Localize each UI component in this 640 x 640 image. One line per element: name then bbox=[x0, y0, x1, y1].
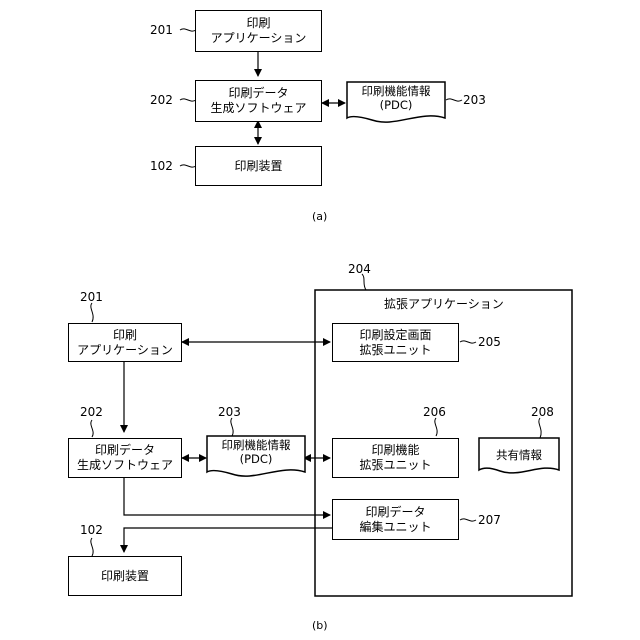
a-ref-201: 201 bbox=[150, 23, 173, 37]
b-print-application-box: 印刷 アプリケーション bbox=[68, 323, 182, 362]
a-pdc-line2: (PDC) bbox=[347, 98, 445, 112]
b-ref-202: 202 bbox=[80, 405, 103, 419]
b-leader-202 bbox=[91, 420, 93, 437]
b-screen-line1: 印刷設定画面 bbox=[359, 328, 431, 343]
a-device-line1: 印刷装置 bbox=[234, 159, 282, 174]
b-arrow-gen-to-edit bbox=[124, 478, 330, 515]
b-shared-info-document: 共有情報 bbox=[479, 448, 559, 462]
b-print-function-extension-box: 印刷機能 拡張ユニット bbox=[332, 438, 459, 478]
b-shared-line1: 共有情報 bbox=[479, 448, 559, 462]
b-ref-102: 102 bbox=[80, 523, 103, 537]
a-gen-line1: 印刷データ bbox=[228, 86, 288, 101]
b-extension-app-title: 拡張アプリケーション bbox=[384, 297, 504, 311]
b-leader-201 bbox=[91, 303, 93, 322]
b-ref-207: 207 bbox=[478, 513, 501, 527]
b-func-line2: 拡張ユニット bbox=[359, 458, 431, 473]
b-ref-206: 206 bbox=[423, 405, 446, 419]
a-caption: (a) bbox=[312, 211, 327, 223]
b-leader-206 bbox=[435, 418, 437, 436]
a-pdc-document: 印刷機能情報 (PDC) bbox=[347, 84, 445, 112]
a-app-line2: アプリケーション bbox=[211, 31, 307, 46]
b-ref-204: 204 bbox=[348, 262, 371, 276]
b-ref-203: 203 bbox=[218, 405, 241, 419]
b-leader-204 bbox=[362, 274, 366, 290]
b-print-data-editing-box: 印刷データ 編集ユニット bbox=[332, 499, 459, 540]
b-screen-line2: 拡張ユニット bbox=[359, 343, 431, 358]
b-func-line1: 印刷機能 bbox=[371, 443, 419, 458]
b-leader-207 bbox=[460, 519, 476, 521]
a-printing-device-box: 印刷装置 bbox=[195, 146, 322, 186]
b-printing-device-box: 印刷装置 bbox=[68, 556, 182, 596]
b-leader-208 bbox=[539, 418, 541, 438]
a-ref-102: 102 bbox=[150, 159, 173, 173]
b-leader-205 bbox=[460, 341, 476, 343]
b-app-line1: 印刷 bbox=[113, 328, 137, 343]
b-print-settings-screen-extension-box: 印刷設定画面 拡張ユニット bbox=[332, 323, 459, 362]
b-ref-205: 205 bbox=[478, 335, 501, 349]
a-print-application-box: 印刷 アプリケーション bbox=[195, 10, 322, 52]
b-print-data-generation-box: 印刷データ 生成ソフトウェア bbox=[68, 438, 182, 478]
b-ref-201: 201 bbox=[80, 290, 103, 304]
a-leader-203 bbox=[446, 99, 462, 101]
a-gen-line2: 生成ソフトウェア bbox=[210, 101, 306, 116]
a-ref-203: 203 bbox=[463, 93, 486, 107]
a-print-data-generation-box: 印刷データ 生成ソフトウェア bbox=[195, 80, 322, 122]
b-gen-line2: 生成ソフトウェア bbox=[77, 458, 173, 473]
b-pdc-line2: (PDC) bbox=[207, 452, 305, 466]
b-edit-line1: 印刷データ bbox=[365, 505, 425, 520]
a-leader-201 bbox=[180, 29, 196, 31]
a-app-line1: 印刷 bbox=[246, 16, 270, 31]
b-leader-203 bbox=[231, 418, 233, 436]
b-edit-line2: 編集ユニット bbox=[359, 520, 431, 535]
b-app-line2: アプリケーション bbox=[77, 343, 173, 358]
b-gen-line1: 印刷データ bbox=[95, 443, 155, 458]
a-ref-202: 202 bbox=[150, 93, 173, 107]
b-arrow-edit-to-device bbox=[124, 528, 332, 552]
b-device-line1: 印刷装置 bbox=[101, 569, 149, 584]
a-leader-102 bbox=[180, 165, 196, 167]
b-caption: (b) bbox=[312, 620, 328, 632]
b-pdc-line1: 印刷機能情報 bbox=[207, 438, 305, 452]
a-pdc-line1: 印刷機能情報 bbox=[347, 84, 445, 98]
b-pdc-document: 印刷機能情報 (PDC) bbox=[207, 438, 305, 466]
a-leader-202 bbox=[180, 99, 196, 101]
b-ref-208: 208 bbox=[531, 405, 554, 419]
b-leader-102 bbox=[91, 538, 93, 556]
